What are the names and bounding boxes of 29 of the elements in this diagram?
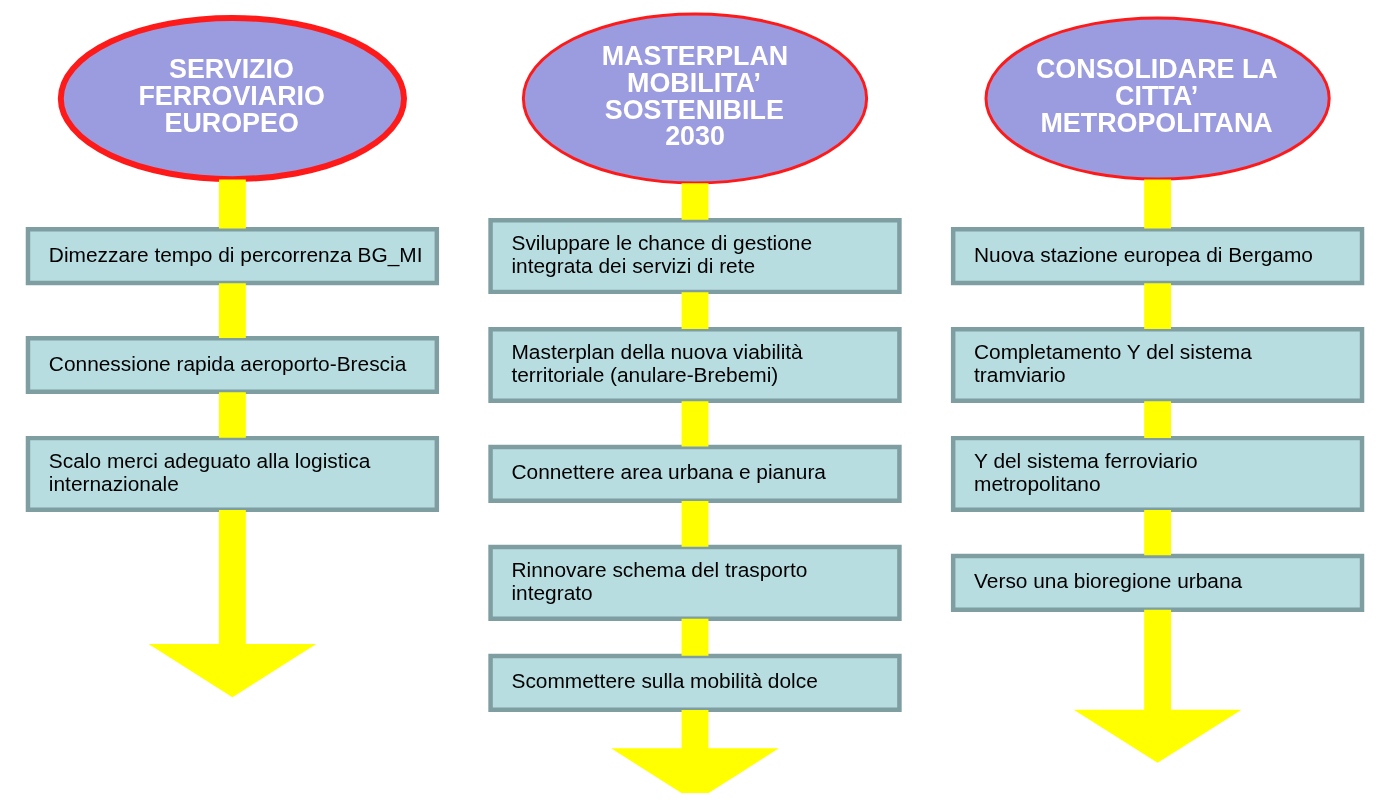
node-ellipse: MASTERPLAN MOBILITA’ SOSTENIBILE 2030 xyxy=(521,12,868,185)
node-box: Sviluppare le chance di gestione integrata dei servizi di rete xyxy=(487,218,902,295)
node-ellipse: SERVIZIO FERROVIARIO EUROPEO xyxy=(57,14,407,183)
node-box: Connettere area urbana e pianura xyxy=(487,444,902,504)
arrow xyxy=(148,509,316,698)
connector xyxy=(681,401,708,447)
node-box: Y del sistema ferroviario metropolitano xyxy=(950,435,1364,512)
node-box: Verso una bioregione urbana xyxy=(950,553,1364,612)
connector xyxy=(218,392,246,438)
node-box: Connessione rapida aeroporto-Brescia xyxy=(25,335,439,395)
connector xyxy=(1143,401,1171,439)
node-box: Rinnovare schema del trasporto integrato xyxy=(487,544,902,621)
node-box: Completamento Y del sistema tramviario xyxy=(950,326,1364,404)
connector xyxy=(681,292,708,330)
node-ellipse: CONSOLIDARE LA CITTA’ METROPOLITANA xyxy=(984,16,1331,181)
connector xyxy=(218,283,246,339)
node-box: Nuova stazione europea di Bergamo xyxy=(950,226,1364,286)
arrow xyxy=(1073,609,1241,763)
node-box: Scalo merci adeguato alla logistica internazionale xyxy=(25,435,439,512)
connector xyxy=(681,183,708,220)
arrow xyxy=(610,709,779,793)
node-box: Dimezzare tempo di percorrenza BG_MI xyxy=(25,226,439,286)
connector xyxy=(1143,179,1171,229)
connector xyxy=(681,618,708,656)
connector xyxy=(1143,283,1171,329)
node-box: Masterplan della nuova viabilità territoriale (anulare-Brebemi) xyxy=(487,326,902,404)
node-box: Scommettere sulla mobilità dolce xyxy=(487,653,902,712)
connector xyxy=(681,501,708,547)
connector xyxy=(1143,510,1171,556)
